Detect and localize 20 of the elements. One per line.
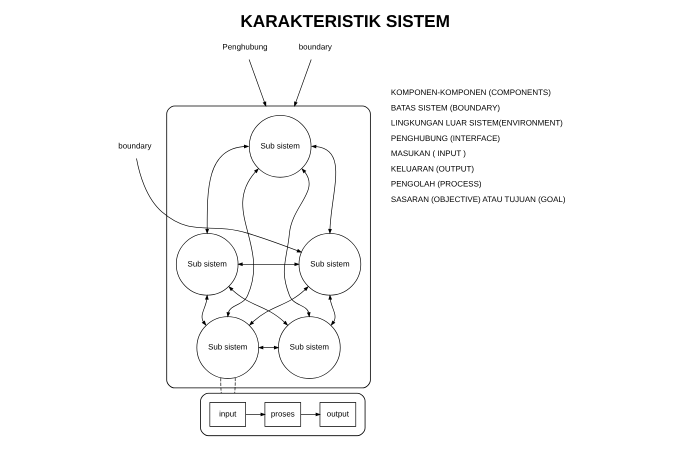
arrow	[205, 144, 250, 234]
arrow	[245, 412, 266, 416]
connector	[234, 377, 236, 394]
arrow	[248, 286, 309, 326]
arrow	[136, 158, 302, 253]
cluster	[166, 106, 371, 388]
arrow	[258, 346, 280, 350]
arrow	[294, 59, 312, 107]
arrow	[311, 144, 336, 234]
arrow	[202, 294, 209, 326]
diagram-title: KARAKTERISTIK SISTEM	[240, 10, 450, 31]
arrow	[248, 59, 266, 107]
arrow	[300, 412, 321, 416]
arrow	[284, 168, 310, 318]
arrow	[226, 168, 259, 318]
connector	[220, 378, 222, 394]
cluster	[200, 392, 366, 436]
arrow	[328, 294, 336, 326]
arrow	[237, 262, 300, 266]
arrow	[228, 286, 288, 326]
